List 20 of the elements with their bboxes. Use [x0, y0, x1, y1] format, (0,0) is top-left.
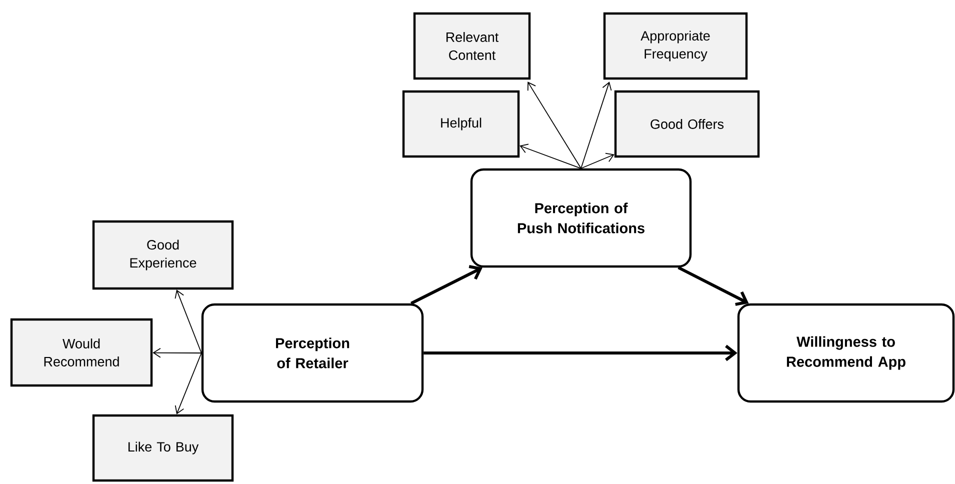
arrow — [520, 144, 582, 169]
attribute-box: Would Recommend — [10, 318, 153, 387]
arrow — [152, 348, 202, 358]
arrow — [580, 82, 612, 169]
attribute-box: Good Offers — [614, 90, 760, 158]
attribute-box: Good Experience — [92, 220, 234, 290]
concept-box: Willingness to Recommend App — [737, 303, 955, 403]
thick-arrow — [424, 344, 738, 362]
arrow — [527, 82, 582, 169]
thick-arrow — [678, 266, 749, 306]
concept-box: Perception of Push Notifications — [470, 168, 692, 268]
arrow — [580, 152, 614, 169]
attribute-box: Appropriate Frequency — [603, 12, 748, 80]
attribute-box: Relevant Content — [413, 12, 531, 80]
arrow — [174, 290, 202, 354]
attribute-box: Helpful — [402, 90, 520, 158]
thick-arrow — [410, 265, 482, 305]
attribute-box: Like To Buy — [92, 414, 234, 482]
concept-box: Perception of Retailer — [201, 303, 424, 403]
arrow — [174, 352, 202, 414]
